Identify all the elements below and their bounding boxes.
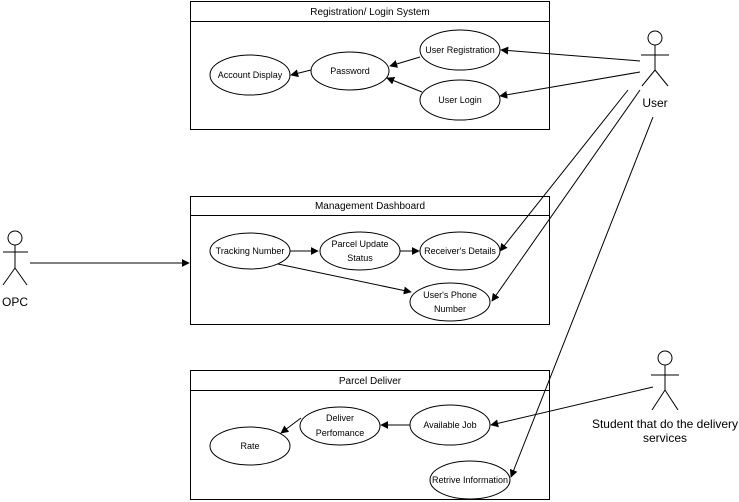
arrow-login-to-password [386,76,423,93]
use-case-label-line2: Number [434,304,466,314]
use-case-label: Available Job [423,420,476,430]
use-case-users-phone-number[interactable]: User's Phone Number [409,282,491,322]
use-case-label-line1: Deliver [326,413,354,423]
arrow-password-to-account-display [290,69,312,78]
use-case-user-registration[interactable]: User Registration [419,29,501,71]
arrow-registration-to-password [389,56,421,68]
actor-opc[interactable]: OPC [2,230,28,309]
actor-label: OPC [2,295,28,309]
use-case-label: User Registration [425,45,495,55]
use-case-label: Account Display [218,70,283,80]
actor-label-line2: services [643,431,687,445]
actor-student[interactable]: Student that do the delivery services [592,350,738,445]
use-case-label: Receiver's Details [424,246,496,256]
arrow-student-to-available-job [490,386,654,428]
stick-figure-icon [651,350,679,411]
system-title: Registration/ Login System [310,7,430,18]
arrow-user-to-phone [491,89,641,302]
use-case-parcel-update-status[interactable]: Parcel Update Status [319,231,401,271]
arrow-user-to-login [499,71,641,99]
actor-label-line1: Student that do the delivery [592,417,738,431]
use-case-label-line1: User's Phone [423,290,477,300]
use-case-label-line1: Parcel Update [331,239,388,249]
system-title: Parcel Deliver [339,376,402,387]
arrow-user-to-retrive [509,116,654,478]
stick-figure-icon [641,30,669,87]
use-case-label: Rate [240,441,259,451]
use-case-user-login[interactable]: User Login [419,79,501,121]
use-case-label: Password [330,66,370,76]
use-case-label-line2: Status [347,253,373,263]
arrow-tracking-to-phone [277,263,412,295]
actor-label: User [642,96,667,110]
actor-user[interactable]: User [641,30,669,110]
use-case-retrive-information[interactable]: Retrive Information [429,460,511,500]
stick-figure-icon [2,230,28,286]
arrow-user-to-registration [500,46,641,62]
use-case-tracking-number[interactable]: Tracking Number [209,232,291,270]
use-case-label: Retrive Information [432,475,508,485]
use-case-password[interactable]: Password [310,51,390,91]
use-case-label: User Login [438,95,482,105]
use-case-rate[interactable]: Rate [209,426,291,466]
use-case-label: Tracking Number [216,246,285,256]
use-case-available-job[interactable]: Available Job [409,404,491,446]
use-case-account-display[interactable]: Account Display [209,54,291,96]
use-case-receivers-details[interactable]: Receiver's Details [419,231,501,271]
use-case-deliver-performance[interactable]: Deliver Perfomance [299,406,381,446]
system-title: Management Dashboard [315,201,425,212]
arrow-user-to-receivers [499,89,629,252]
use-case-label-line2: Perfomance [316,428,365,438]
arrow-deliver-to-rate [280,417,302,434]
